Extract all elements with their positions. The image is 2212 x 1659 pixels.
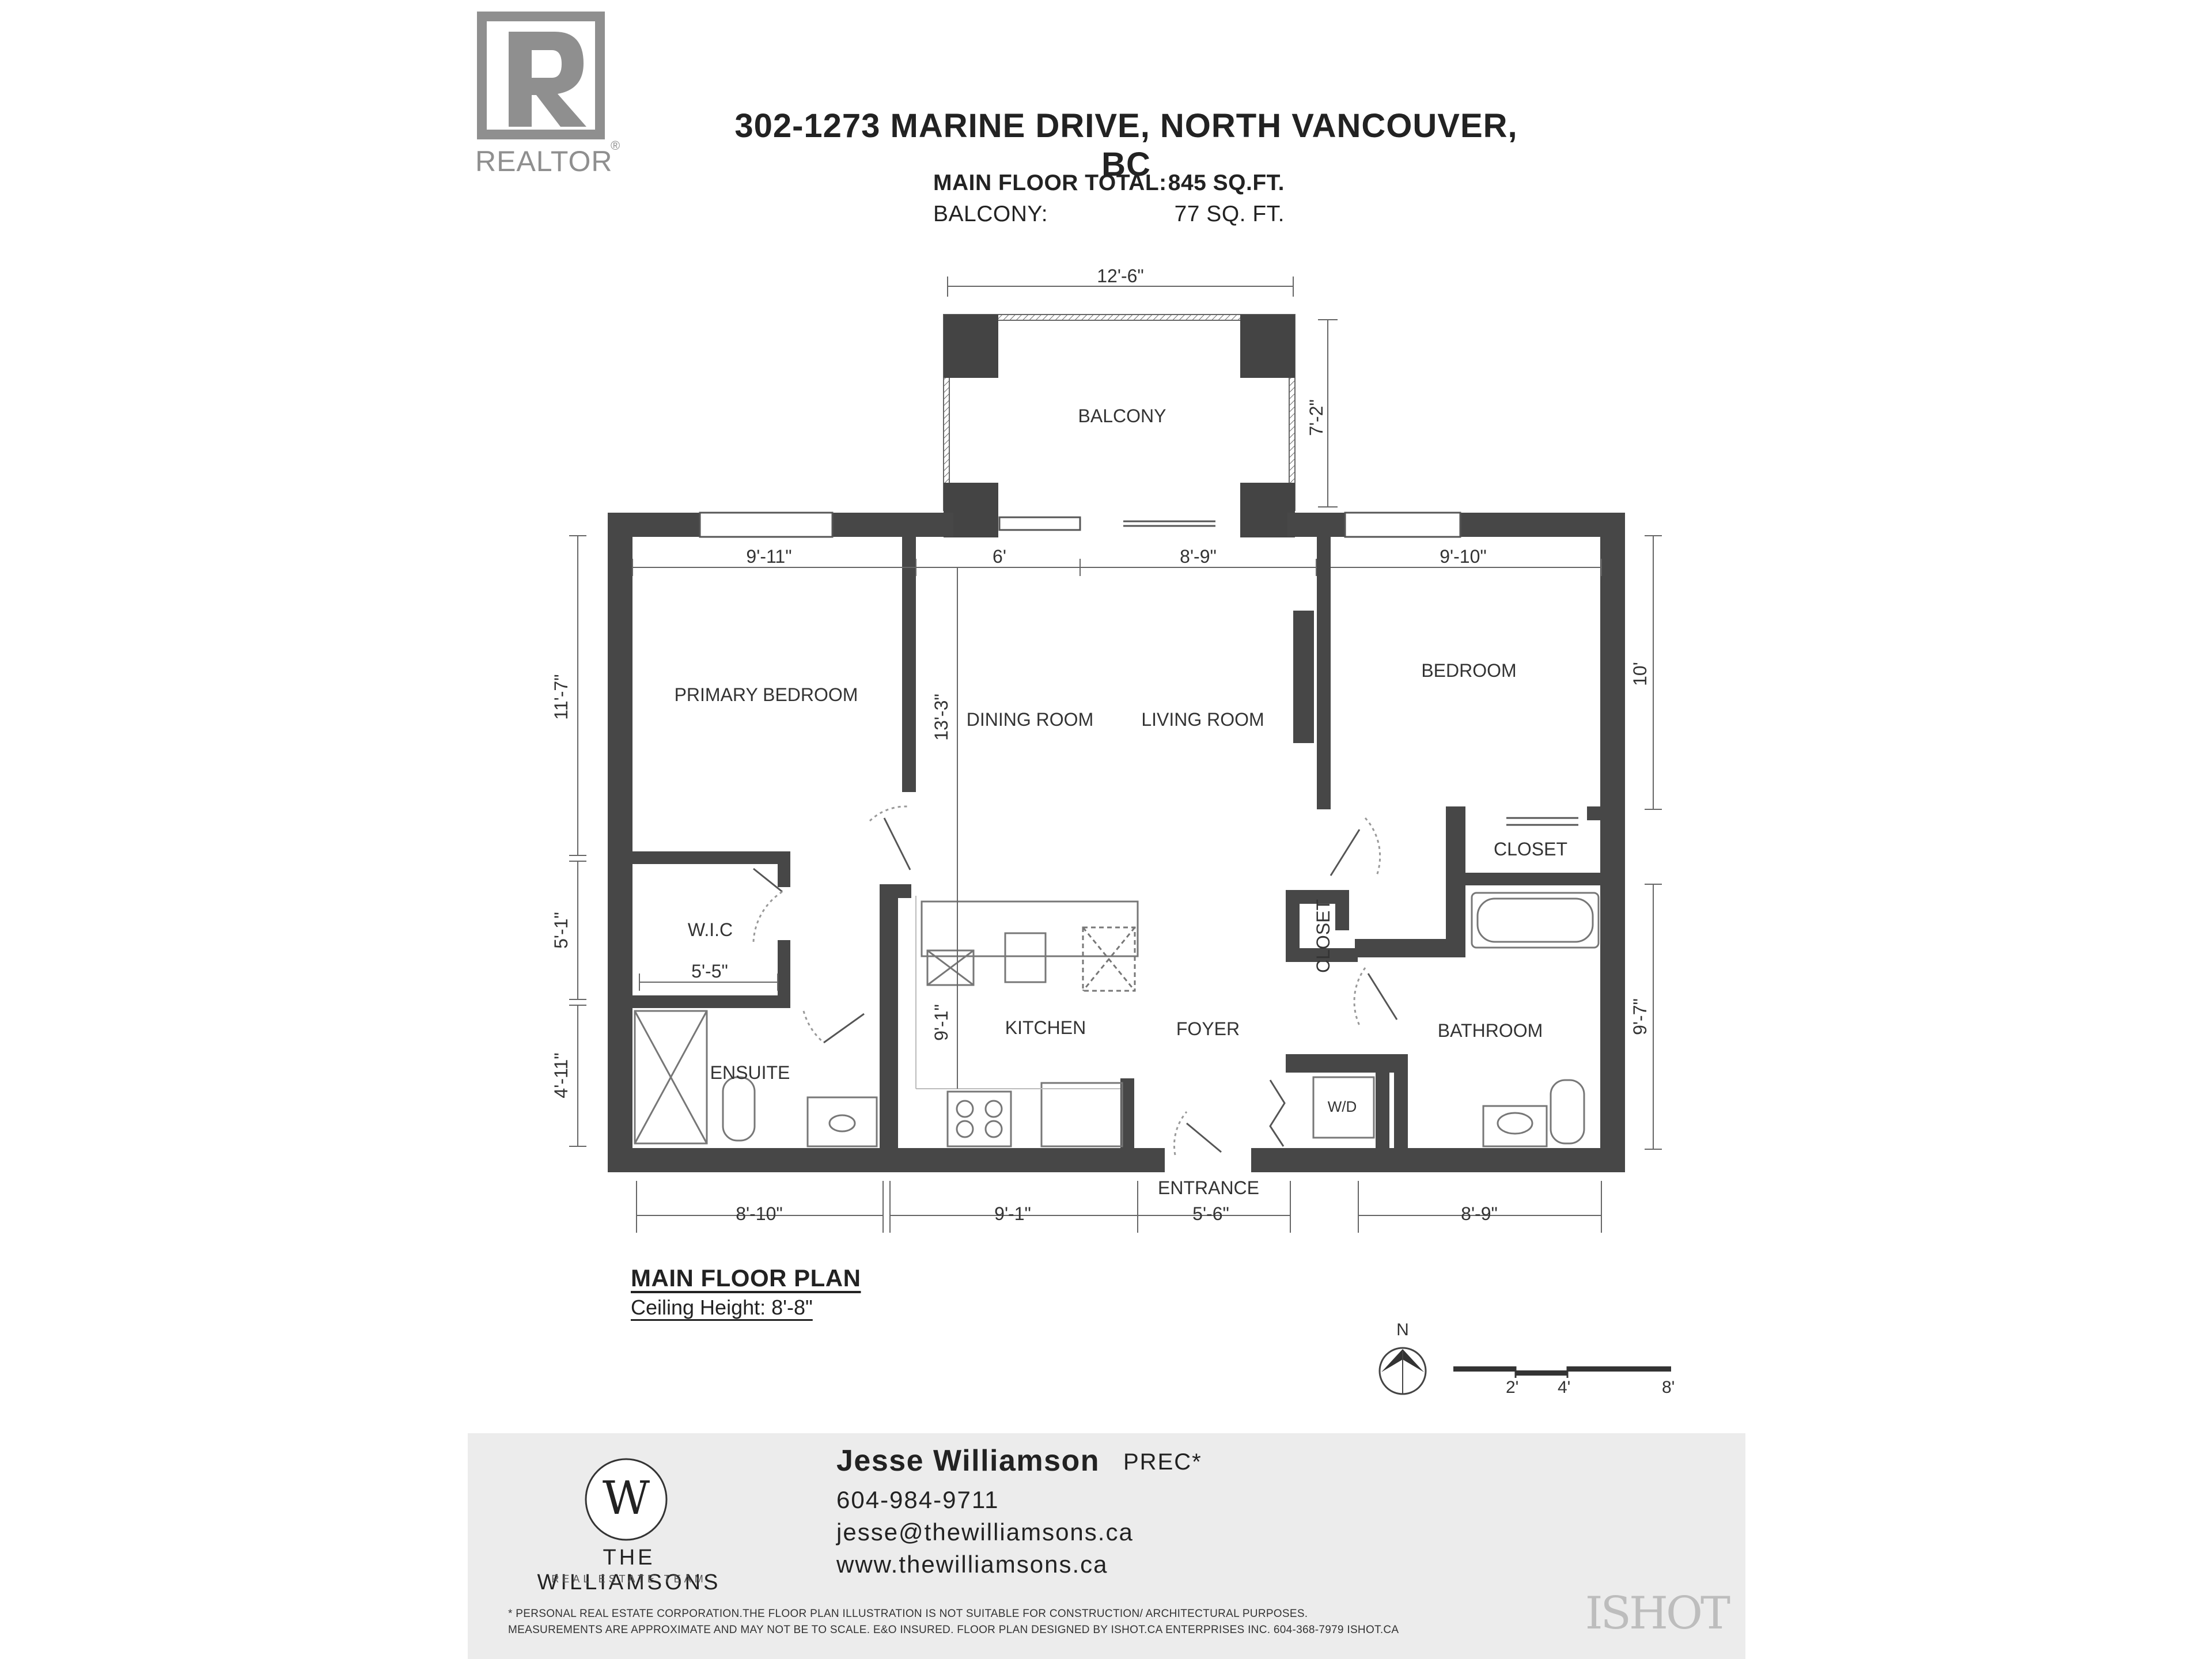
dim-bottom-bathroom: 8'-9"	[1461, 1203, 1498, 1224]
balcony-area-label: BALCONY:	[933, 202, 1048, 226]
doors	[752, 805, 1578, 1156]
room-label-closet-foyer: CLOSET	[1313, 899, 1334, 973]
dim-bedroom-depth: 10'	[1630, 662, 1650, 686]
disclaimer-line-2: MEASUREMENTS ARE APPROXIMATE AND MAY NOT…	[508, 1624, 1399, 1636]
dim-bottom-ensuite: 8'-10"	[736, 1203, 783, 1224]
designer-mark: ISHOT	[1585, 1588, 1730, 1639]
brand-tagline: REAL ESTATE TEAM	[551, 1573, 707, 1585]
dimension-lines	[569, 276, 1662, 1233]
exterior-walls	[608, 513, 1625, 1172]
compass-north-label: N	[1396, 1320, 1409, 1339]
realtor-logo: REALTOR ®	[475, 12, 620, 176]
agent-footer: W THE WILLIAMSONS REAL ESTATE TEAM Jesse…	[468, 1433, 1745, 1659]
plan-caption-title: MAIN FLOOR PLAN	[631, 1264, 861, 1291]
brand-name: THE WILLIAMSONS	[537, 1546, 721, 1594]
room-label-wd: W/D	[1328, 1098, 1357, 1115]
dim-wic-width: 5'-5"	[691, 961, 728, 982]
room-label-entrance: ENTRANCE	[1158, 1177, 1259, 1198]
balcony-structure	[943, 314, 1296, 537]
room-label-dining-room: DINING ROOM	[967, 709, 1093, 730]
dim-dining-depth: 13'-3"	[931, 694, 952, 741]
main-floor-total-label: MAIN FLOOR TOTAL:	[933, 171, 1167, 195]
scale-bar: 2' 4' 8'	[1453, 1366, 1675, 1397]
williamsons-logo-letter: W	[603, 1471, 650, 1525]
disclaimer-line-1: * PERSONAL REAL ESTATE CORPORATION.THE F…	[508, 1608, 1308, 1620]
agent-email[interactable]: jesse@thewilliamsons.ca	[836, 1518, 1134, 1546]
agent-credential: PREC*	[1123, 1449, 1202, 1475]
dim-ensuite-depth: 4'-11"	[551, 1052, 571, 1098]
agent-website[interactable]: www.thewilliamsons.ca	[836, 1551, 1108, 1578]
scale-label-2: 2'	[1506, 1378, 1518, 1397]
north-compass: N	[1378, 1320, 1427, 1395]
scale-label-4: 4'	[1558, 1378, 1570, 1397]
agent-name: Jesse Williamson	[836, 1444, 1100, 1478]
room-label-primary-bedroom: PRIMARY BEDROOM	[675, 684, 858, 705]
ceiling-height: Ceiling Height: 8'-8"	[631, 1296, 813, 1319]
disclaimer: * PERSONAL REAL ESTATE CORPORATION.THE F…	[508, 1606, 1603, 1638]
dim-balcony-width: 12'-6"	[1097, 266, 1144, 286]
plan-caption: MAIN FLOOR PLAN Ceiling Height: 8'-8"	[631, 1264, 861, 1320]
scale-label-8: 8'	[1662, 1378, 1675, 1397]
balcony-area-value: 77 SQ. FT.	[1174, 202, 1285, 226]
room-label-closet-bedroom: CLOSET	[1494, 839, 1567, 859]
main-floor-total-value: 845 SQ.FT.	[1168, 171, 1285, 195]
interior-walls	[632, 533, 1600, 1149]
windows	[699, 512, 1461, 538]
dim-wic-depth: 5'-1"	[551, 912, 571, 949]
dim-living-width: 8'-9"	[1180, 546, 1217, 567]
dim-primary-depth: 11'-7"	[551, 674, 571, 719]
room-label-foyer: FOYER	[1176, 1018, 1240, 1039]
fixtures	[634, 892, 1600, 1147]
dim-kitchen-depth: 9'-1"	[931, 1004, 952, 1041]
room-label-bathroom: BATHROOM	[1438, 1020, 1543, 1041]
dim-dining-width: 6'	[993, 546, 1006, 567]
williamsons-logo: W	[585, 1458, 668, 1541]
dim-bedroom-width: 9'-10"	[1440, 546, 1487, 567]
dim-balcony-depth: 7'-2"	[1306, 399, 1327, 436]
room-label-ensuite: ENSUITE	[710, 1062, 790, 1083]
registered-mark: ®	[611, 138, 620, 153]
property-address-title: 302-1273 MARINE DRIVE, NORTH VANCOUVER, …	[734, 107, 1518, 183]
room-label-kitchen: KITCHEN	[1005, 1017, 1086, 1038]
room-label-wic: W.I.C	[688, 919, 733, 940]
dim-bathroom-depth: 9'-7"	[1630, 998, 1650, 1035]
room-label-living-room: LIVING ROOM	[1141, 709, 1264, 730]
dim-primary-width: 9'-11"	[746, 546, 791, 567]
dim-bottom-entrance: 5'-6"	[1192, 1203, 1229, 1224]
room-label-bedroom: BEDROOM	[1421, 660, 1516, 681]
dim-bottom-kitchen: 9'-1"	[994, 1203, 1031, 1224]
agent-phone[interactable]: 604-984-9711	[836, 1486, 999, 1513]
realtor-logo-text: REALTOR	[475, 145, 613, 176]
room-label-balcony: BALCONY	[1078, 406, 1166, 426]
